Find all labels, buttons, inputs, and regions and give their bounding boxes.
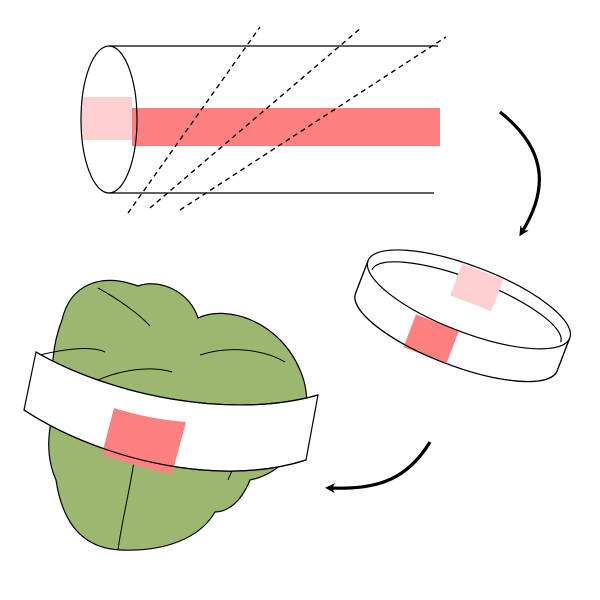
cut-line-1 (127, 26, 261, 214)
stage-wrapped (23, 279, 319, 551)
ring-stripe-back (450, 263, 504, 312)
object-ridge-5 (117, 454, 136, 551)
wrap-band-bottom-edge (23, 409, 307, 472)
stage-ring (354, 249, 571, 383)
tube-end-ellipse (80, 45, 138, 194)
object-ridge-4 (199, 349, 286, 363)
ring-band (354, 249, 571, 383)
wrap-band-top-edge (35, 351, 319, 406)
cut-line-2 (149, 26, 363, 209)
tube-stripe (132, 108, 440, 146)
cut-line-3 (179, 36, 447, 211)
stage-tube (80, 26, 447, 214)
wrap-stripe (102, 408, 186, 474)
ring-right-edge (556, 337, 571, 371)
curved-arrow-icon (499, 110, 541, 237)
ring-left-edge (354, 260, 369, 294)
curved-arrow-icon (325, 441, 432, 494)
ring-front-top-edge (366, 260, 571, 350)
object-ridge-2 (39, 348, 106, 356)
ring-front-bottom-edge (354, 293, 558, 383)
object-ridge-1 (97, 287, 151, 327)
tube-end-stripe (81, 97, 132, 140)
